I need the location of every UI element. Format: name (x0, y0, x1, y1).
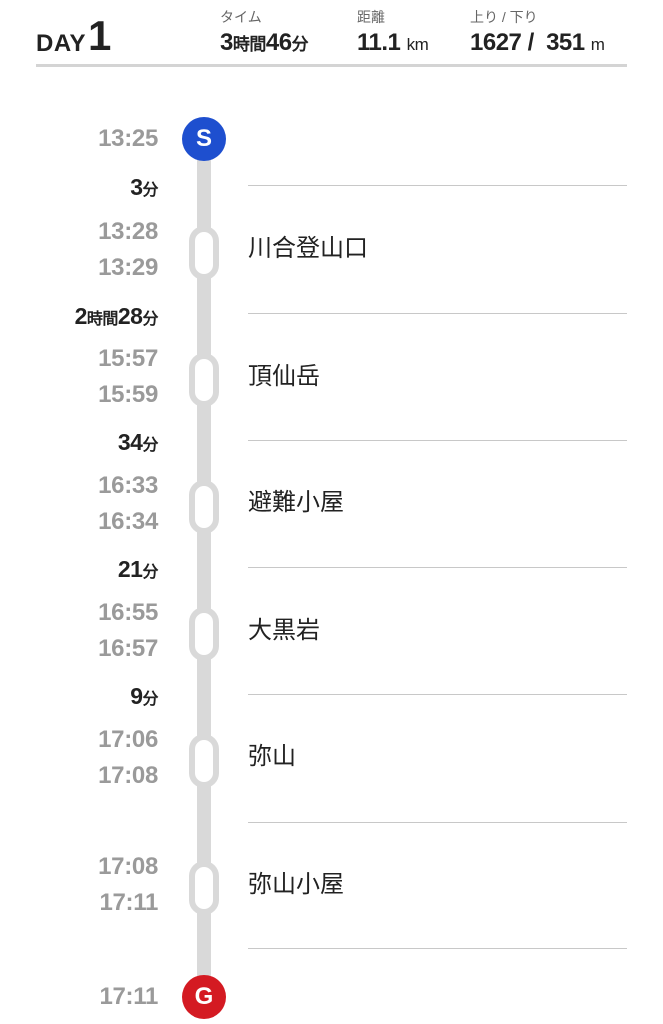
segment-duration: 9分 (130, 683, 158, 709)
stat-elevation-value: 1627 / 351 m (470, 29, 605, 56)
divider (248, 440, 627, 441)
divider (248, 313, 627, 314)
start-time: 13:25 (98, 125, 158, 152)
stop-name: 川合登山口 (248, 235, 368, 262)
day-label: DAY (36, 30, 86, 57)
stat-time-label: タイム (220, 9, 262, 25)
segment-duration: 2時間28分 (74, 303, 159, 329)
waypoint-node-icon (189, 353, 219, 407)
goal-time: 17:11 (99, 983, 158, 1010)
stop-depart-time: 16:57 (98, 635, 158, 662)
stop-depart-time: 17:08 (98, 762, 158, 789)
stop-arrive-time: 17:06 (98, 726, 158, 753)
divider (248, 822, 627, 823)
stop-arrive-time: 16:55 (98, 599, 158, 626)
header-divider (36, 64, 627, 67)
segment-duration: 34分 (117, 429, 159, 455)
stop-depart-time: 13:29 (98, 254, 158, 281)
stop-name: 頂仙岳 (248, 363, 320, 390)
segment-duration: 3分 (130, 174, 158, 200)
stat-distance: 距離 11.1 km (357, 8, 429, 62)
day-summary-header: DAY 1 タイム 3時間46分 距離 11.1 km 上り / 下り 1627… (0, 0, 663, 68)
waypoint-node-icon (189, 861, 219, 915)
start-marker-icon: S (182, 117, 226, 161)
waypoint-node-icon (189, 480, 219, 534)
divider (248, 567, 627, 568)
stop-name: 避難小屋 (248, 489, 344, 516)
stop-depart-time: 16:34 (98, 508, 158, 535)
stop-depart-time: 17:11 (99, 889, 158, 916)
stop-depart-time: 15:59 (98, 381, 158, 408)
stat-distance-value: 11.1 km (357, 29, 429, 56)
stat-elevation-label: 上り / 下り (470, 9, 538, 25)
waypoint-node-icon (189, 734, 219, 788)
stat-time: タイム 3時間46分 (220, 8, 309, 62)
stop-name: 弥山小屋 (248, 871, 344, 898)
stop-name: 大黒岩 (248, 617, 320, 644)
divider (248, 694, 627, 695)
stop-arrive-time: 17:08 (98, 853, 158, 880)
segment-duration: 21分 (117, 556, 159, 582)
stat-time-value: 3時間46分 (220, 29, 309, 56)
stop-arrive-time: 16:33 (98, 472, 158, 499)
stop-arrive-time: 15:57 (98, 345, 158, 372)
divider (248, 948, 627, 949)
stat-elevation: 上り / 下り 1627 / 351 m (470, 8, 605, 62)
divider (248, 185, 627, 186)
waypoint-node-icon (189, 607, 219, 661)
stop-arrive-time: 13:28 (98, 218, 158, 245)
waypoint-node-icon (189, 226, 219, 280)
day-number: 1 (88, 12, 112, 59)
goal-marker-icon: G (182, 975, 226, 1019)
stat-distance-label: 距離 (357, 9, 385, 25)
stop-name: 弥山 (248, 743, 296, 770)
